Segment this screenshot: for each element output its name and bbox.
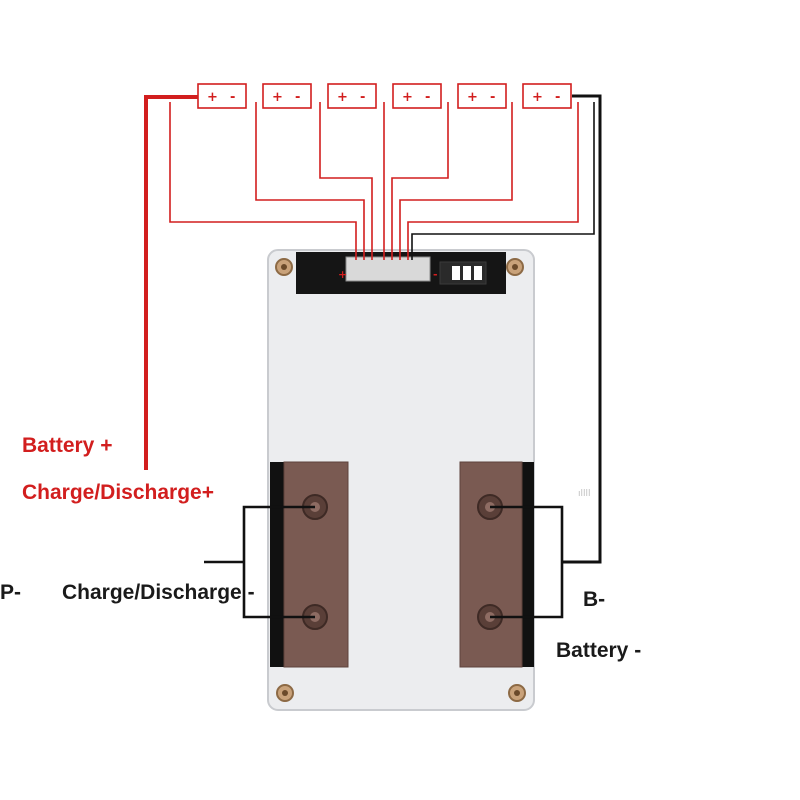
b-minus-main-wire <box>562 94 602 564</box>
b-minus-copper-pad <box>459 461 523 668</box>
faint-marking: ıllll <box>578 489 591 499</box>
mounting-hole-top-left <box>275 258 293 276</box>
p-minus-copper-pad <box>283 461 349 668</box>
cell-negative-terminal: - <box>425 90 430 105</box>
cell-negative-terminal: - <box>360 90 365 105</box>
cell-positive-terminal: + <box>337 90 348 105</box>
cell-negative-terminal: - <box>555 90 560 105</box>
battery-plus-label: Battery + <box>22 434 113 457</box>
balance-connector <box>345 256 431 282</box>
battery-cell: +- <box>522 83 572 109</box>
balance-wires <box>169 102 579 260</box>
battery-cell-series: +-+-+-+-+-+- <box>197 83 572 109</box>
connector-negative-mark: - <box>433 268 438 281</box>
cell-positive-terminal: + <box>272 90 283 105</box>
battery-cell: +- <box>262 83 312 109</box>
battery-cell: +- <box>197 83 247 109</box>
charge-discharge-plus-label: Charge/Discharge+ <box>22 481 214 504</box>
battery-minus-label: Battery - <box>556 639 642 662</box>
cell-positive-terminal: + <box>402 90 413 105</box>
b-minus-bridge-wire <box>490 505 564 619</box>
battery-minus-balance-wire <box>411 102 595 260</box>
connector-positive-mark: + <box>338 268 347 281</box>
battery-cell: +- <box>457 83 507 109</box>
mounting-hole-bottom-left <box>276 684 294 702</box>
mounting-hole-bottom-right <box>508 684 526 702</box>
battery-plus-main-wire <box>144 95 200 470</box>
cell-negative-terminal: - <box>230 90 235 105</box>
b-minus-label: B- <box>583 588 606 611</box>
cell-negative-terminal: - <box>490 90 495 105</box>
cell-positive-terminal: + <box>467 90 478 105</box>
battery-cell: +- <box>392 83 442 109</box>
mounting-hole-top-right <box>506 258 524 276</box>
cell-positive-terminal: + <box>532 90 543 105</box>
cell-positive-terminal: + <box>207 90 218 105</box>
bms-board <box>267 249 535 711</box>
cell-negative-terminal: - <box>295 90 300 105</box>
p-minus-label: P- <box>0 581 21 604</box>
battery-cell: +- <box>327 83 377 109</box>
charge-discharge-minus-label: Charge/Discharge - <box>62 581 255 604</box>
left-pcb-strip <box>270 462 284 667</box>
